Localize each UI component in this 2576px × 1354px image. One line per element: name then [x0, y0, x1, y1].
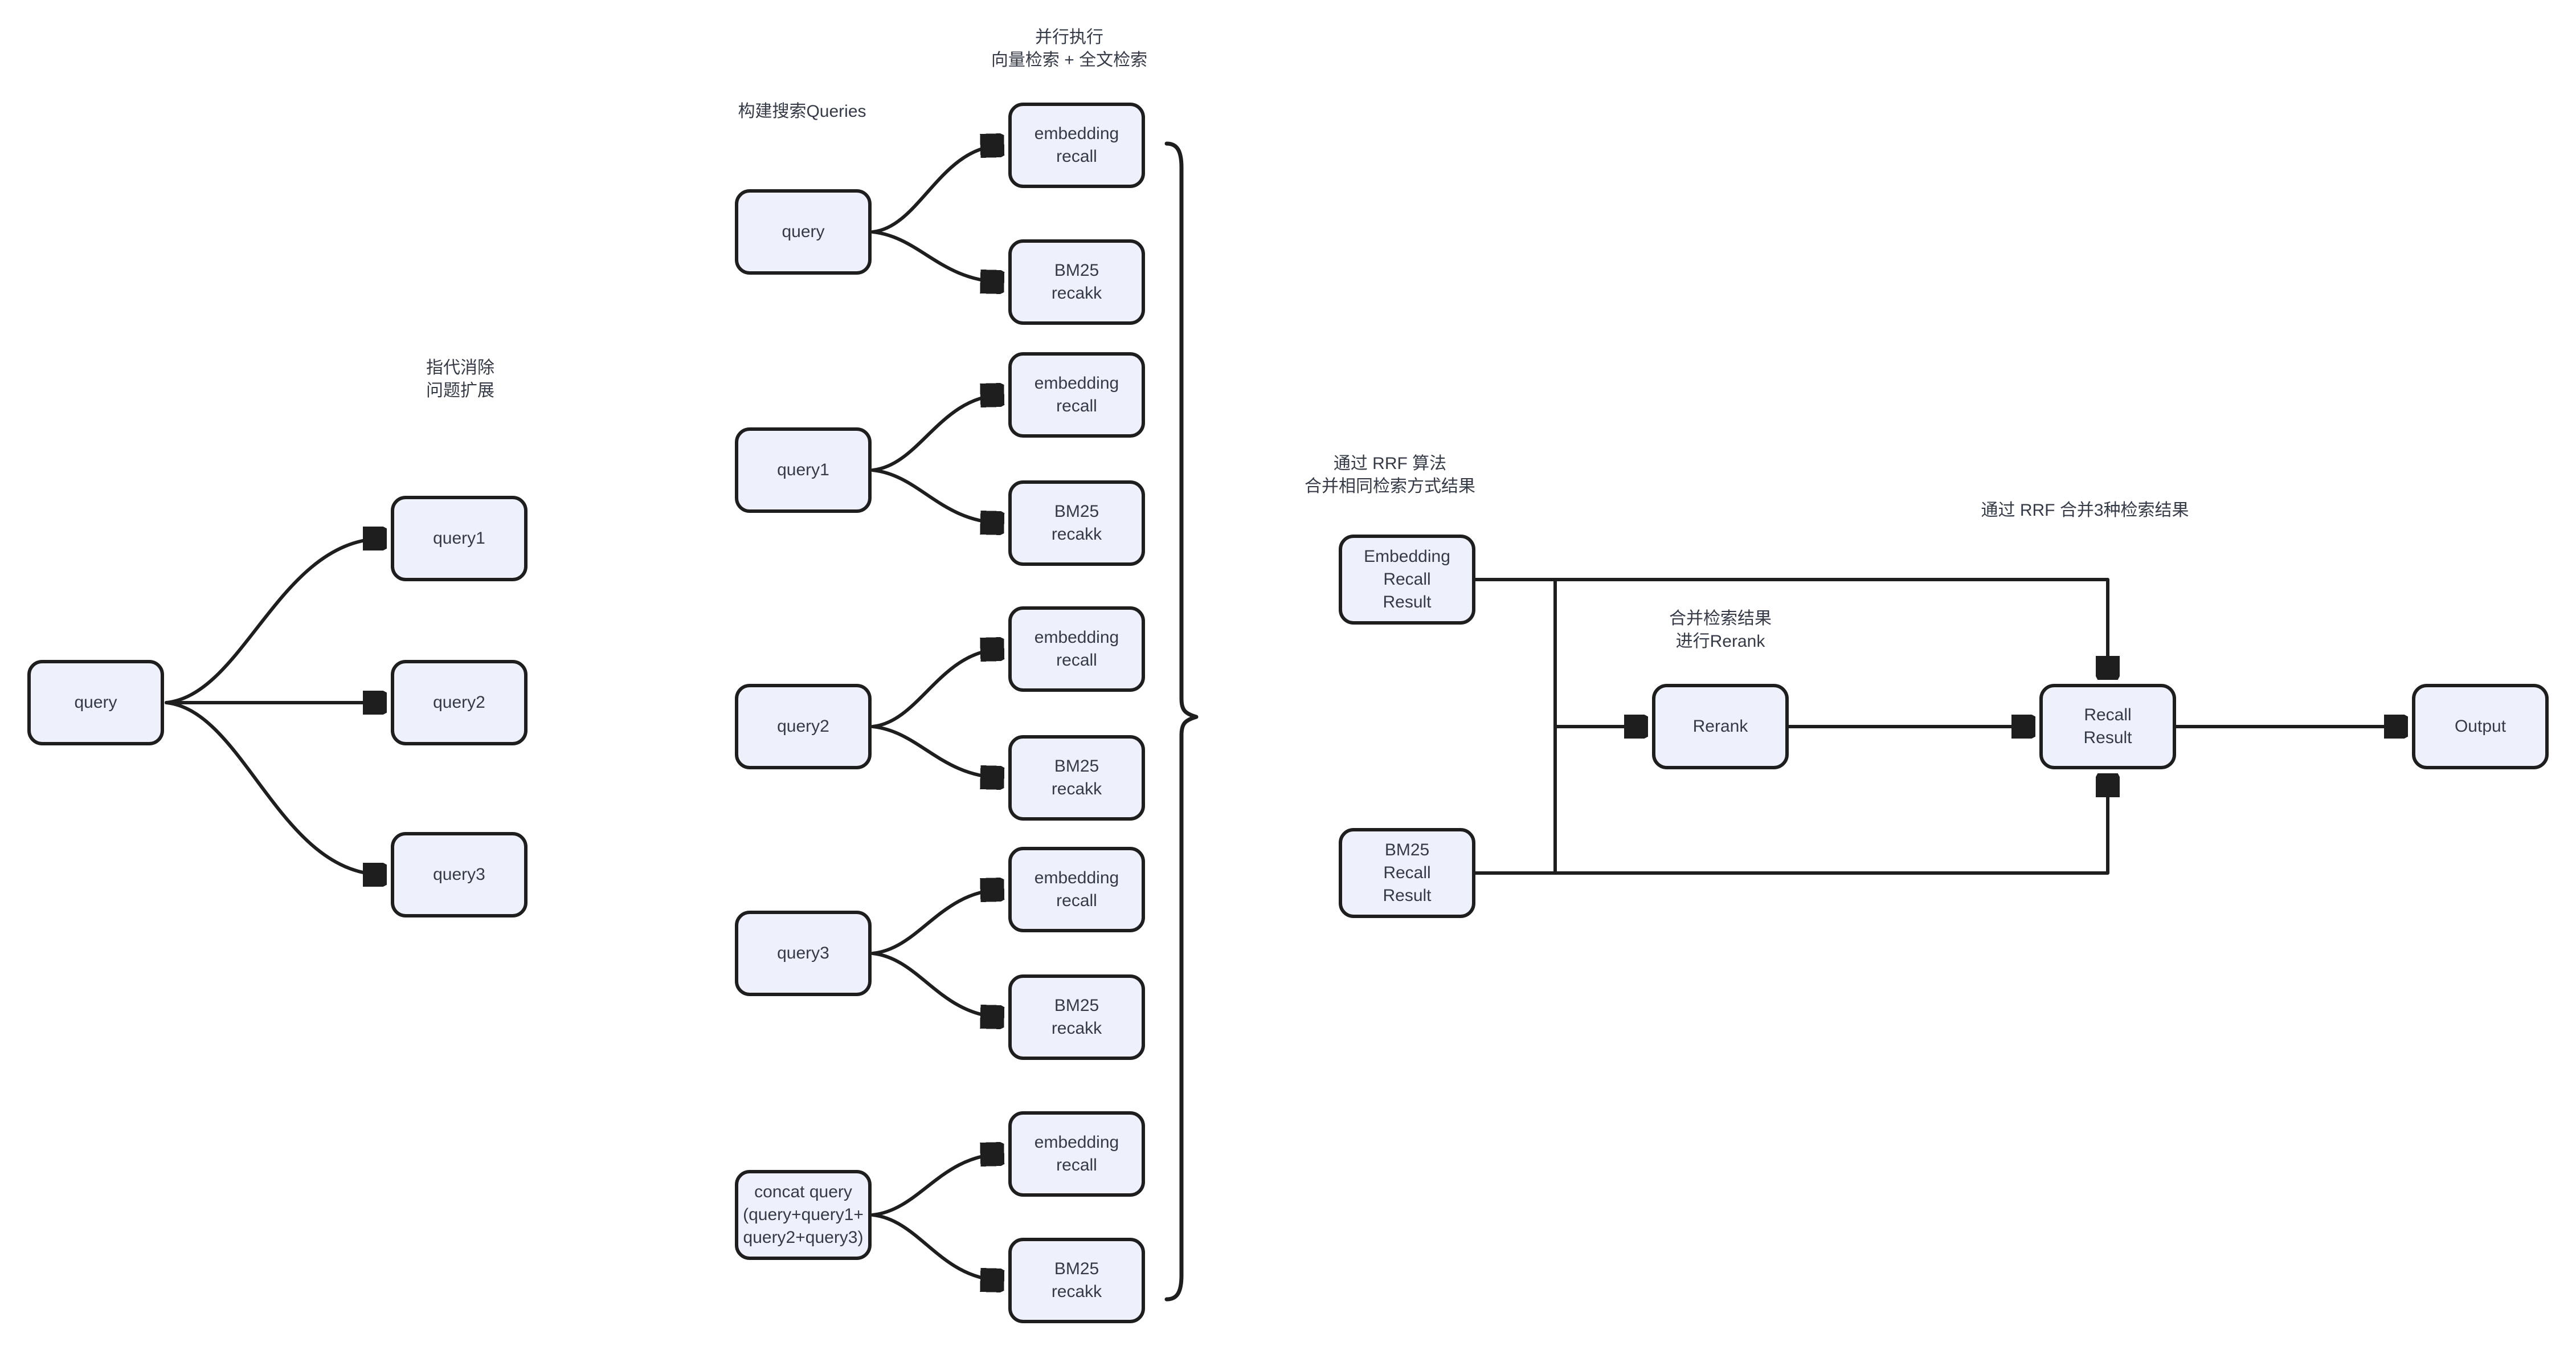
node-label: query3: [433, 865, 485, 884]
node-left-query[interactable]: query: [27, 660, 164, 745]
node-left-query3[interactable]: query3: [391, 832, 528, 917]
node-label: Embedding: [1364, 547, 1450, 566]
node-left-query1[interactable]: query1: [391, 496, 528, 581]
note-rrf-merge-three: 通过 RRF 合并3种检索结果: [1981, 501, 2189, 520]
node-bm25-recall-3[interactable]: BM25 recakk: [1008, 735, 1145, 821]
node-mid-query1[interactable]: query1: [735, 427, 872, 513]
node-label: BM25: [1054, 757, 1099, 776]
node-output[interactable]: Output: [2412, 684, 2549, 769]
node-bm25-recall-result[interactable]: BM25 Recall Result: [1339, 828, 1475, 918]
node-label: BM25: [1054, 996, 1099, 1015]
node-concat-query[interactable]: concat query (query+query1+ query2+query…: [735, 1170, 872, 1260]
arrow-concat-to-embedding-5: [871, 1154, 1001, 1217]
node-label: (query+query1+: [743, 1205, 864, 1224]
note-build-queries: 构建搜索Queries: [738, 102, 866, 121]
node-label: recall: [1056, 397, 1097, 415]
node-label: Result: [1383, 886, 1432, 905]
arrow-concat-to-bm25-5: [871, 1213, 1001, 1280]
node-label: embedding: [1034, 868, 1119, 887]
arrow-midquery3-to-embedding-4: [871, 890, 1001, 955]
node-label: embedding: [1034, 1133, 1119, 1152]
note-rrf-merge-same: 通过 RRF 算法 合并相同检索方式结果: [1305, 454, 1475, 496]
node-embedding-recall-result[interactable]: Embedding Recall Result: [1339, 535, 1475, 625]
node-label: concat query: [754, 1182, 852, 1201]
node-embedding-recall-4[interactable]: embedding recall: [1008, 847, 1145, 932]
node-mid-query2[interactable]: query2: [735, 684, 872, 769]
node-label: Recall: [2084, 705, 2132, 724]
node-label: Output: [2454, 717, 2507, 736]
arrow-midquery-to-bm25-1: [871, 230, 1001, 282]
arrow-midquery2-to-bm25-3: [871, 725, 1001, 778]
node-embedding-recall-1[interactable]: embedding recall: [1008, 103, 1145, 188]
node-label: Recall: [1383, 570, 1431, 589]
arrow-query-to-query3: [165, 701, 384, 875]
node-label: BM25: [1384, 841, 1430, 859]
node-label: recall: [1056, 891, 1097, 910]
node-label: Result: [1383, 593, 1432, 611]
note-coreference-expansion: 指代消除 问题扩展: [426, 358, 494, 400]
node-recall-result[interactable]: Recall Result: [2039, 684, 2176, 769]
node-left-query2[interactable]: query2: [391, 660, 528, 745]
arrow-midquery-to-embedding-1: [871, 145, 1001, 234]
node-bm25-recall-1[interactable]: BM25 recakk: [1008, 239, 1145, 325]
node-label: BM25: [1054, 261, 1099, 280]
node-bm25-recall-4[interactable]: BM25 recakk: [1008, 974, 1145, 1060]
curly-brace: [1164, 141, 1199, 1302]
node-label: query1: [777, 460, 829, 479]
arrow-midquery1-to-embedding-2: [871, 395, 1001, 472]
node-label: recakk: [1051, 780, 1102, 798]
arrow-query-to-query1: [165, 539, 384, 704]
node-label: embedding: [1034, 374, 1119, 393]
node-label: Recall: [1383, 863, 1431, 882]
node-embedding-recall-2[interactable]: embedding recall: [1008, 352, 1145, 438]
node-label: Result: [2083, 728, 2132, 747]
node-embedding-recall-5[interactable]: embedding recall: [1008, 1111, 1145, 1197]
node-label: embedding: [1034, 124, 1119, 143]
arrow-midquery3-to-bm25-4: [871, 952, 1001, 1017]
node-label: recakk: [1051, 1282, 1102, 1301]
node-bm25-recall-2[interactable]: BM25 recakk: [1008, 480, 1145, 566]
node-label: BM25: [1054, 1259, 1099, 1278]
note-parallel-execution: 并行执行 向量检索 + 全文检索: [991, 28, 1148, 70]
node-label: Rerank: [1692, 717, 1748, 736]
node-label: query2: [777, 717, 829, 736]
node-embedding-recall-3[interactable]: embedding recall: [1008, 606, 1145, 692]
note-rerank: 合并检索结果 进行Rerank: [1669, 609, 1772, 651]
node-label: recakk: [1051, 284, 1102, 303]
node-label: query2: [433, 693, 485, 712]
arrow-embedding-result-to-recall-result-top: [1474, 578, 2108, 677]
node-mid-query[interactable]: query: [735, 189, 872, 275]
arrow-bm25-result-to-recall-result-bottom: [1474, 776, 2108, 875]
node-label: query: [74, 693, 117, 712]
arrow-midquery1-to-bm25-2: [871, 468, 1001, 523]
node-label: recall: [1056, 147, 1097, 166]
node-mid-query3[interactable]: query3: [735, 911, 872, 996]
node-label: BM25: [1054, 502, 1099, 521]
node-label: query3: [777, 944, 829, 963]
node-bm25-recall-5[interactable]: BM25 recakk: [1008, 1238, 1145, 1323]
node-rerank[interactable]: Rerank: [1652, 684, 1789, 769]
node-label: recakk: [1051, 1019, 1102, 1038]
node-label: query2+query3): [743, 1228, 864, 1247]
node-label: embedding: [1034, 628, 1119, 647]
node-label: recakk: [1051, 525, 1102, 544]
node-label: query: [782, 222, 825, 241]
node-label: recall: [1056, 651, 1097, 670]
arrow-midquery2-to-embedding-3: [871, 649, 1001, 728]
node-label: query1: [433, 529, 485, 548]
node-label: recall: [1056, 1156, 1097, 1174]
